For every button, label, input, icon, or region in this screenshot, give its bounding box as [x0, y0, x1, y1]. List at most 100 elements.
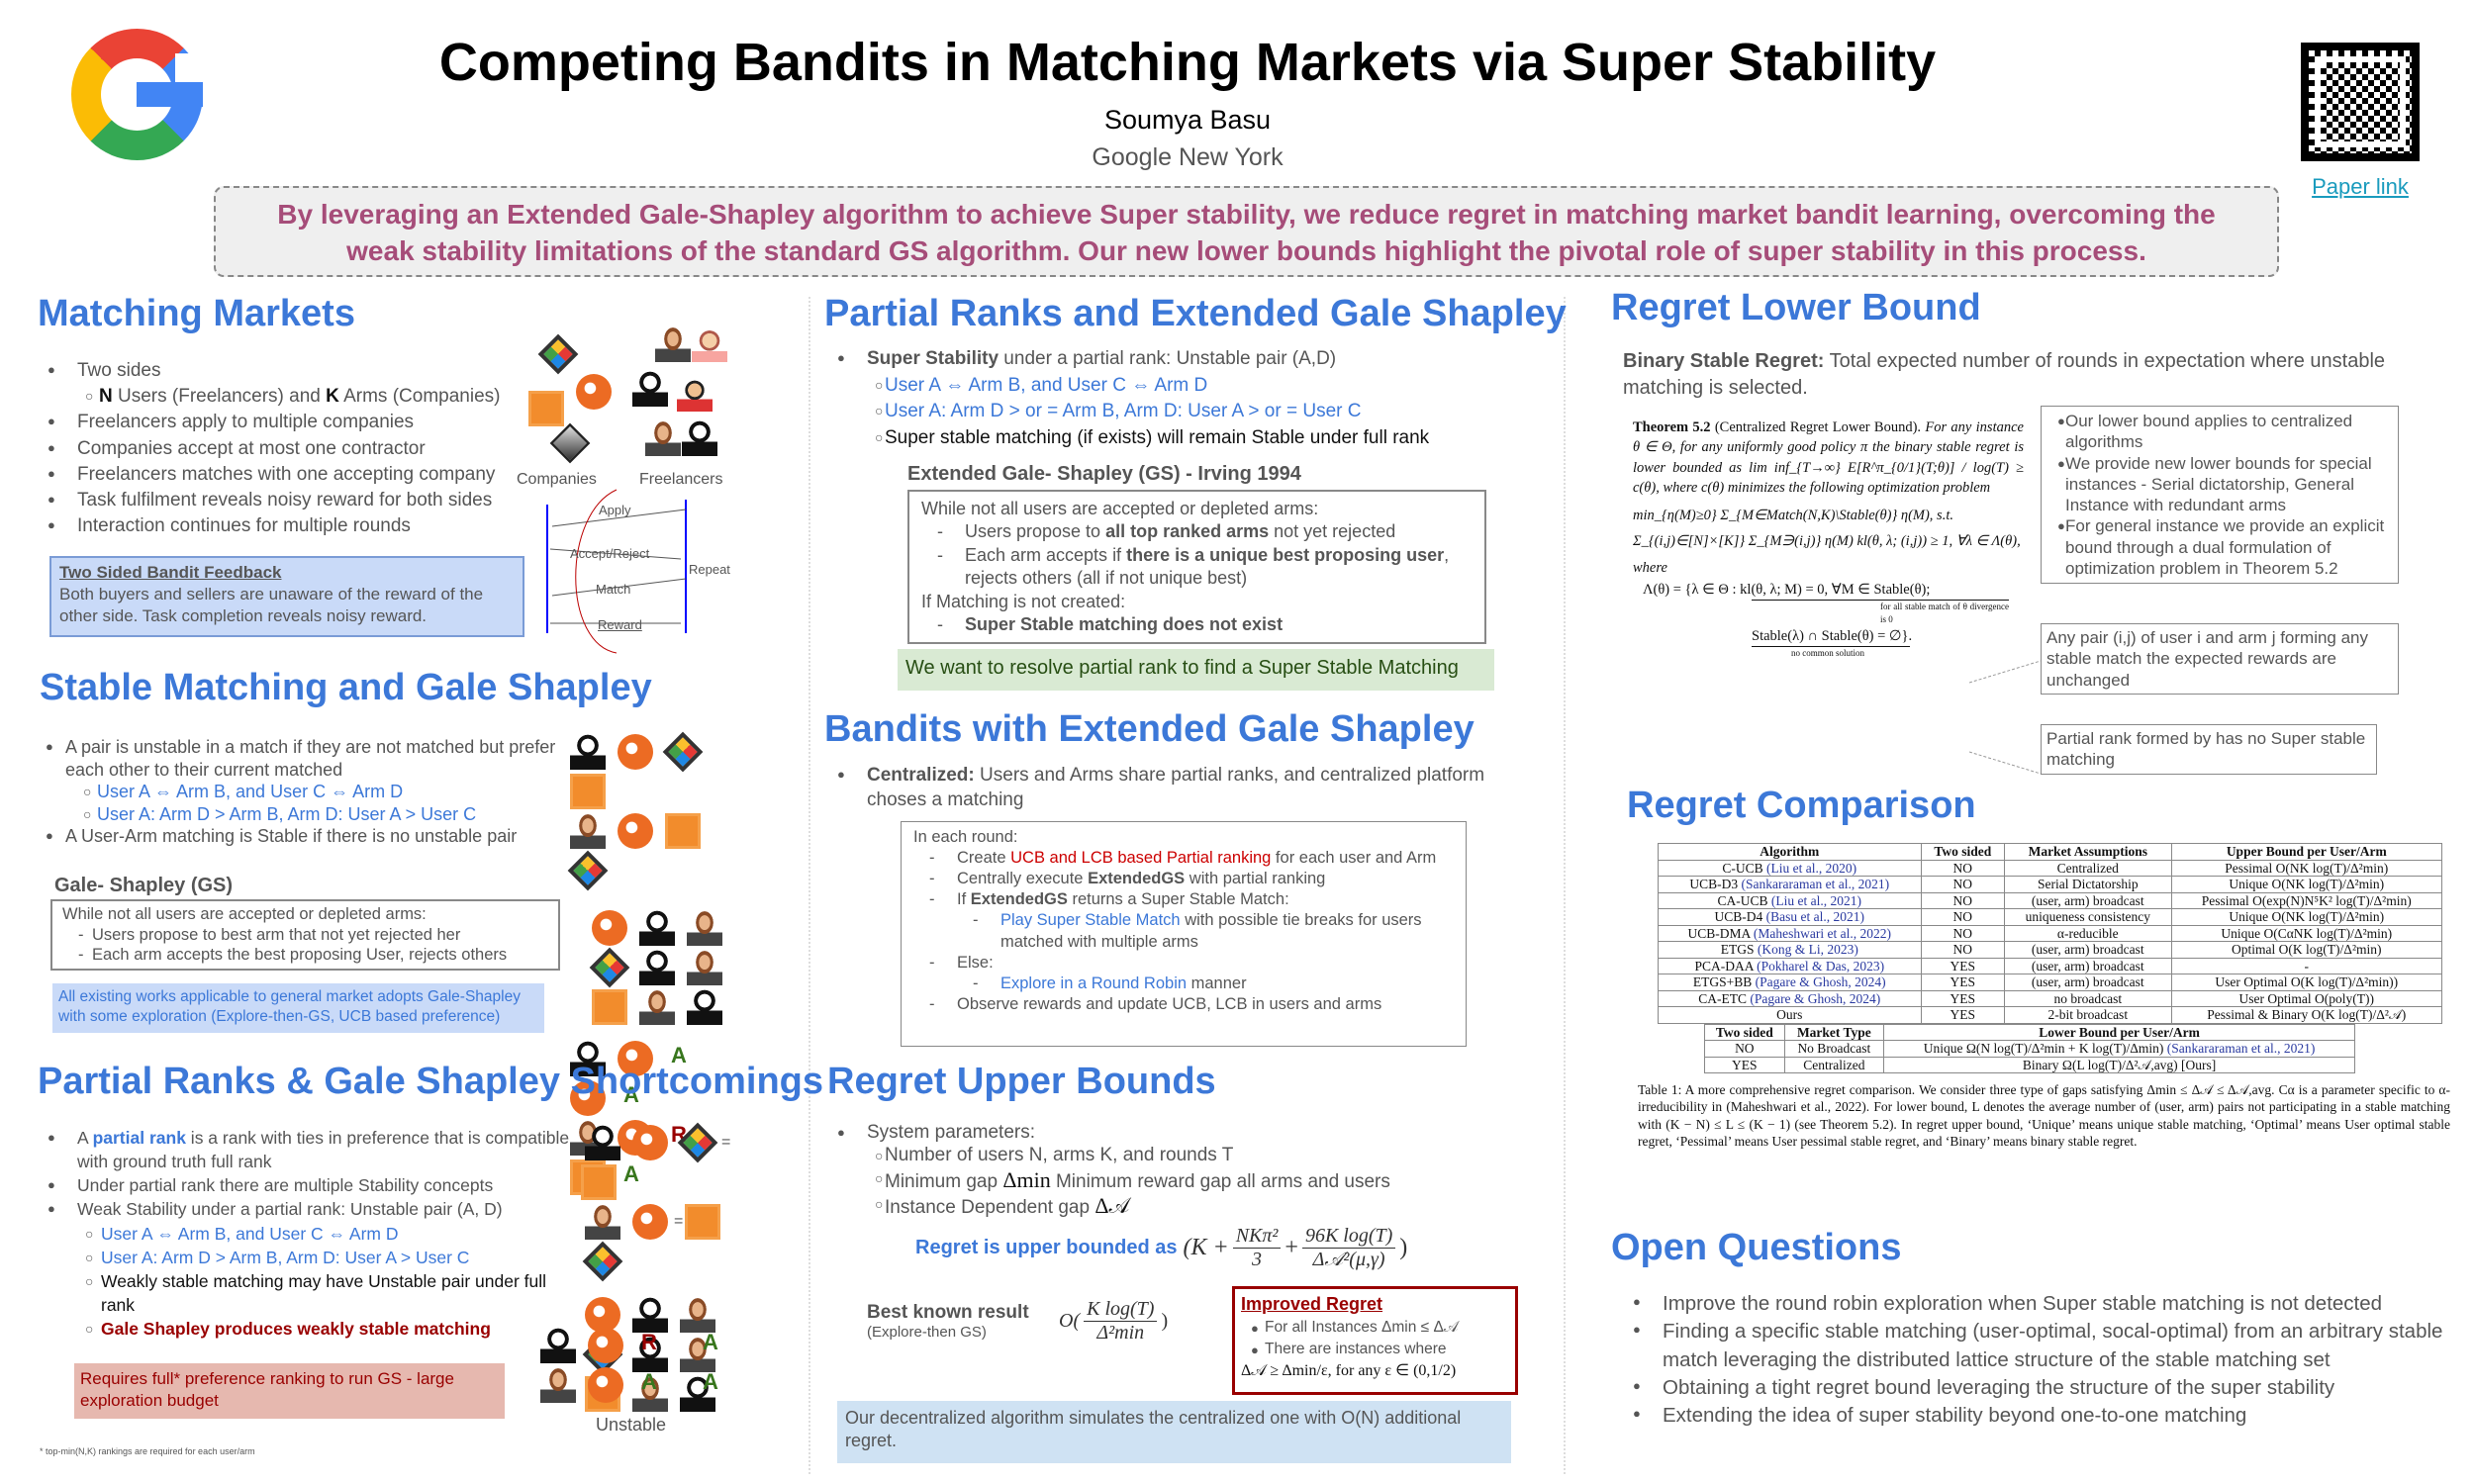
- callout-stable-pair: Any pair (i,j) of user i and arm j formi…: [2041, 623, 2399, 695]
- where-label: where: [1633, 559, 1667, 576]
- algo-line: While not all users are accepted or depl…: [921, 499, 1319, 518]
- poster-title: Competing Bandits in Matching Markets vi…: [438, 33, 1937, 92]
- brace-note: for all stable match of θ divergence is …: [1752, 600, 2009, 625]
- section-title-bandits: Bandits with Extended Gale Shapley: [824, 708, 1475, 750]
- summary-banner: By leveraging an Extended Gale-Shapley a…: [214, 186, 2279, 277]
- arm-circle-icon: [632, 1204, 668, 1240]
- author: Soumya Basu: [1103, 105, 1272, 135]
- algorithm-cell: Ours: [1658, 1006, 1922, 1024]
- companies-label: Companies: [517, 471, 597, 488]
- lambda-definition-2: Stable(λ) ∩ Stable(θ) = ∅}.: [1752, 627, 1913, 644]
- list-item: Weakly stable matching may have Unstable…: [38, 1269, 577, 1317]
- reject-mark: R: [641, 1330, 657, 1355]
- market-cell: Centralized: [2004, 859, 2172, 878]
- algo-line: Else:: [913, 953, 1454, 974]
- freelancer-avatar-icon: [645, 420, 681, 456]
- optimization-constraint: Σ_{(i,j)∈[N]×[K]} Σ_{M∋(i,j)} η(M) kl(θ,…: [1633, 533, 2021, 550]
- list-item: Super Stability under a partial rank: Un…: [827, 346, 1540, 373]
- list-item: Super stable matching (if exists) will r…: [827, 425, 1540, 452]
- list-item: Freelancers matches with one accepting c…: [38, 462, 547, 488]
- two-sided-cell: NO: [1920, 876, 2006, 893]
- list-item: Improve the round robin exploration when…: [1623, 1290, 2464, 1318]
- two-sided-cell: NO: [1920, 908, 2006, 926]
- list-item: N Users (Freelancers) and K Arms (Compan…: [38, 384, 547, 410]
- tie-sign: =: [721, 1134, 731, 1152]
- arm-square-icon: [685, 1204, 721, 1240]
- brace-note: no common solution: [1752, 645, 1910, 660]
- table-row: ETGS (Kong & Li, 2023)NO(user, arm) broa…: [1658, 941, 2443, 959]
- arm-circle-icon: [618, 1041, 653, 1076]
- best-known-formula: O(K log(T)Δ²min): [1059, 1298, 1169, 1344]
- list-item: Minimum gap Δmin Minimum reward gap all …: [827, 1167, 1520, 1194]
- list-item: Weak Stability under a partial rank: Uns…: [38, 1197, 577, 1221]
- algo-line: Play Super Stable Match with possible ti…: [913, 910, 1454, 952]
- bound-cell: Binary Ω(L log(T)/Δ²𝒜,avg) [Ours]: [1883, 1056, 2355, 1074]
- algorithm-cell: PCA-DAA (Pokharel & Das, 2023): [1658, 957, 1922, 975]
- arm-diamond-icon: [677, 1122, 718, 1163]
- feedback-box: Two Sided Bandit Feedback Both buyers an…: [49, 556, 524, 637]
- list-item: System parameters:: [827, 1122, 1520, 1145]
- section-title-extended-gs: Partial Ranks and Extended Gale Shapley: [824, 293, 1567, 334]
- regret-comparison-table: Algorithm Two sided Market Assumptions U…: [1658, 843, 2443, 1024]
- diagram-apply-label: Apply: [599, 503, 631, 517]
- market-cell: no broadcast: [2004, 989, 2172, 1008]
- footnote: * top-min(N,K) rankings are required for…: [40, 1446, 255, 1456]
- tie-sign: =: [674, 1213, 684, 1231]
- arm-circle-icon: [588, 1367, 623, 1403]
- list-item: Our lower bound applies to centralized a…: [2047, 411, 2392, 453]
- accept-mark: A: [703, 1330, 718, 1355]
- table-row: ETGS+BB (Pagare & Ghosh, 2024)YES(user, …: [1658, 974, 2443, 991]
- user-avatar-icon: [585, 1204, 620, 1240]
- list-item: Two sides: [38, 358, 547, 384]
- user-avatar-icon: [687, 910, 722, 946]
- bound-cell: Unique O(CαNK log(T)/Δ²min): [2170, 924, 2443, 943]
- market-cell: No Broadcast: [1783, 1040, 1885, 1058]
- bound-cell: Unique O(NK log(T)/Δ²min): [2170, 876, 2443, 893]
- bound-cell: Unique O(NK log(T)/Δ²min): [2170, 908, 2443, 926]
- paper-link[interactable]: Paper link: [2312, 174, 2409, 199]
- algorithm-cell: UCB-D4 (Basu et al., 2021): [1658, 908, 1922, 926]
- two-sided-cell: YES: [1920, 989, 2006, 1008]
- user-avatar-icon: [687, 950, 722, 985]
- shortcomings-list: A partial rank is a rank with ties in pr…: [38, 1126, 577, 1341]
- stable-matching-list: A pair is unstable in a match if they ar…: [36, 736, 560, 848]
- bandit-algorithm-box: In each round: Create UCB and LCB based …: [901, 821, 1467, 1047]
- section-title-lower-bound: Regret Lower Bound: [1611, 287, 1981, 328]
- user-avatar-icon: [680, 1376, 715, 1412]
- market-cell: uniqueness consistency: [2004, 908, 2172, 926]
- two-sided-cell: NO: [1920, 859, 2006, 878]
- bound-cell: Unique Ω(N log(T)/Δ²min + K log(T)/Δmin)…: [1883, 1040, 2355, 1058]
- exploration-warning: Requires full* preference ranking to run…: [74, 1363, 505, 1419]
- company-square-icon: [528, 391, 564, 426]
- improved-regret-condition: Δ𝒜 ≥ Δmin/ε, for any ε ∈ (0,1/2): [1241, 1361, 1457, 1379]
- list-item: Number of users N, arms K, and rounds T: [827, 1145, 1520, 1167]
- extended-gs-algorithm-box: While not all users are accepted or depl…: [907, 490, 1486, 645]
- algo-line: Users propose to best arm that not yet r…: [62, 925, 548, 946]
- list-item: A pair is unstable in a match if they ar…: [36, 736, 560, 781]
- two-sided-cell: YES: [1920, 1006, 2006, 1024]
- market-cell: 2-bit broadcast: [2004, 1006, 2172, 1024]
- list-item: User A ⇔ Arm B, and User C ⇔ Arm D: [36, 781, 560, 803]
- lower-bound-table: Two sided Market Type Lower Bound per Us…: [1704, 1023, 2355, 1074]
- binary-regret-definition: Binary Stable Regret: Total expected num…: [1623, 350, 2386, 399]
- table-row: PCA-DAA (Pokharel & Das, 2023)YES(user, …: [1658, 957, 2443, 975]
- improved-regret-title: Improved Regret: [1241, 1294, 1383, 1314]
- list-item: Gale Shapley produces weakly stable matc…: [38, 1317, 577, 1341]
- algo-line: While not all users are accepted or depl…: [62, 905, 427, 923]
- user-avatar-icon: [639, 989, 675, 1025]
- accept-mark: A: [623, 1161, 639, 1187]
- qr-code[interactable]: [2301, 43, 2420, 161]
- market-cell: (user, arm) broadcast: [2004, 974, 2172, 991]
- upper-bound-label: Regret is upper bounded as: [915, 1237, 1178, 1258]
- matching-markets-list: Two sides N Users (Freelancers) and K Ar…: [38, 358, 547, 540]
- section-title-stable-matching: Stable Matching and Gale Shapley: [40, 667, 652, 708]
- list-item: Interaction continues for multiple round…: [38, 513, 547, 539]
- list-item: User A: Arm D > Arm B, Arm D: User A > U…: [38, 1246, 577, 1269]
- column-header: Market Assumptions: [2004, 843, 2172, 861]
